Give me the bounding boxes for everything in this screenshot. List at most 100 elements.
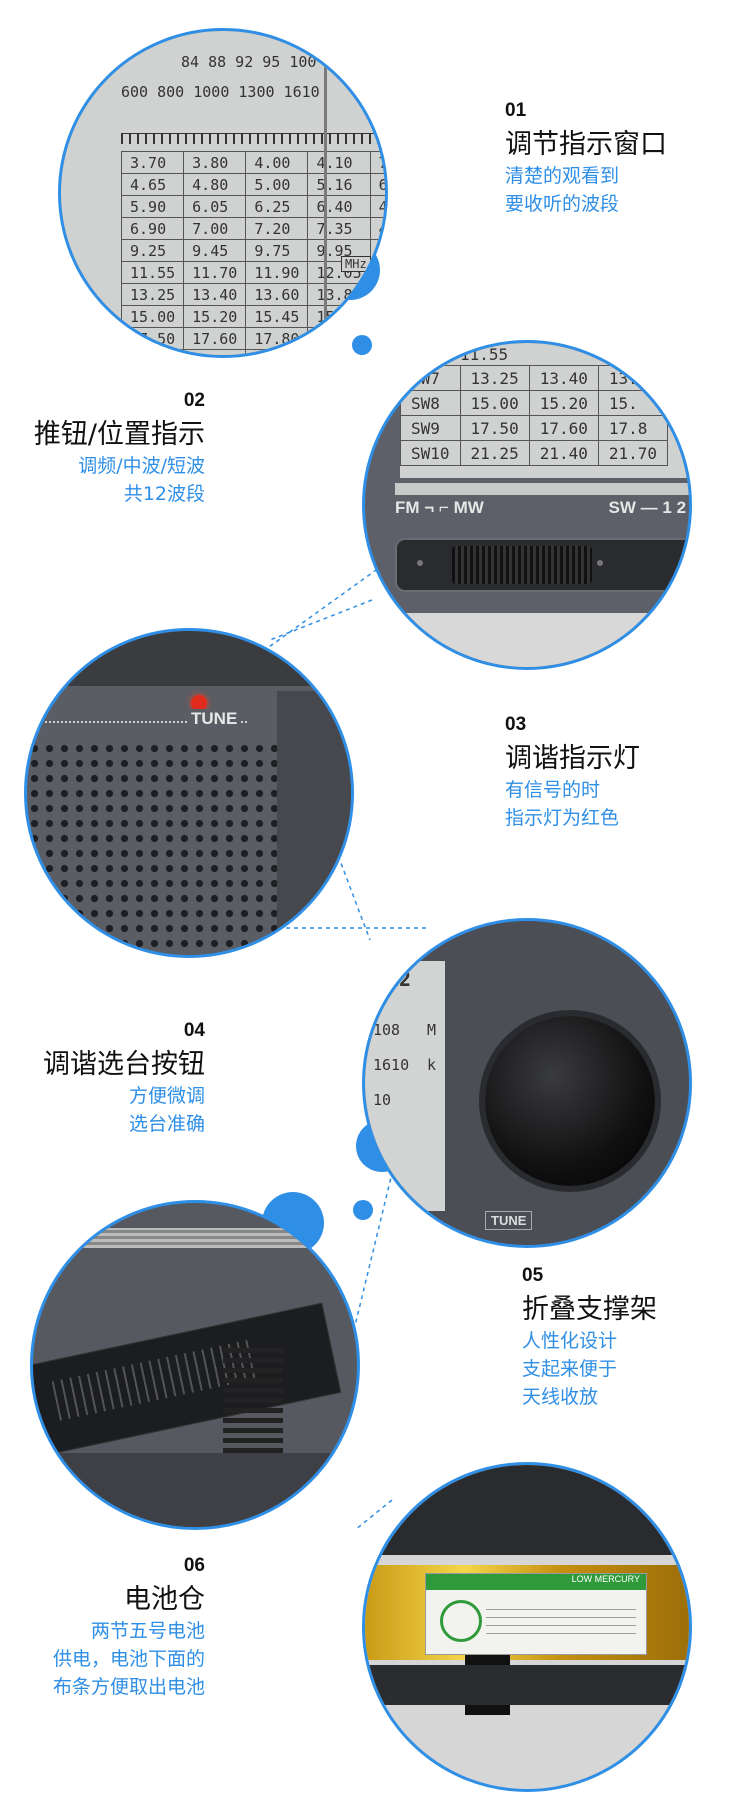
scale-cell: 13.40 (183, 283, 247, 306)
battery-label: LOW MERCURY (425, 1573, 647, 1655)
sw-top-row: 11.55 (460, 345, 509, 364)
dial-window-photo: 84 88 92 95 100 108 600 800 1000 1300 16… (58, 28, 388, 358)
sw-cell: 21.40 (528, 440, 599, 466)
tuning-needle (324, 31, 327, 355)
sw-cell: 21.25 (459, 440, 530, 466)
knob-scale-top: 12 (387, 967, 412, 991)
scale-cell: 6.90 (120, 217, 185, 240)
feature-title: 调谐指示灯 (505, 743, 640, 774)
sw-label: SW (608, 498, 636, 517)
tune-label: TUNE (187, 709, 242, 729)
sw-cell: 13.25 (459, 365, 530, 391)
scale-cell: 18.00 (307, 327, 371, 350)
feature-title: 折叠支撑架 (522, 1294, 657, 1325)
scale-cell: 6.25 (245, 195, 309, 218)
scale-cell: 9.25 (120, 239, 185, 262)
feature-number: 05 (522, 1265, 544, 1286)
knob-scale-row: 1610 (373, 1056, 410, 1074)
scale-cell: 13.60 (245, 283, 309, 306)
scale-cell: 7.00 (183, 217, 247, 240)
mw-label: MW (453, 498, 484, 517)
scale-cell (369, 349, 385, 355)
sw-cell: 17.8 (597, 415, 669, 441)
scale-cell: 49m (369, 195, 385, 218)
scale-cell (120, 349, 185, 355)
scale-cell: 4.65 (120, 173, 185, 196)
scale-cell: 4.80 (183, 173, 247, 196)
mhz-label: MHz (341, 256, 371, 272)
feature-desc-line: 方便微调 (128, 1085, 205, 1107)
scale-cell: 5.16 (307, 173, 371, 196)
feature-number: 02 (183, 390, 205, 411)
scale-cell: 11.90 (245, 261, 309, 284)
feature-desc-line: 供电，电池下面的 (52, 1648, 205, 1670)
slide-switch-knob[interactable] (452, 546, 592, 584)
slide-switch-track (395, 538, 689, 592)
tuning-knob[interactable] (485, 1016, 655, 1186)
scale-cell: 4.10 (307, 151, 371, 174)
tuning-knob-photo: 12 108 M 1610 k 10 TUNE (362, 918, 692, 1248)
feature-desc-line: 清楚的观看到 (505, 165, 620, 187)
scale-table: 3.703.804.004.10754.654.805.005.1660m5.9… (120, 151, 385, 355)
scale-cell: 6.05 (183, 195, 247, 218)
feature-title: 调节指示窗口 (505, 129, 667, 160)
scale-cell: 3.70 (120, 151, 185, 174)
feature-02: 02 推钮/位置指示 调频/中波/短波 共12波段 (34, 390, 205, 508)
scale-row: 3.703.804.004.1075 (120, 151, 385, 174)
scale-cell: 17.50 (120, 327, 185, 350)
feature-number: 03 (505, 714, 527, 735)
feature-desc-line: 共12波段 (123, 483, 205, 505)
feature-desc-line: 要收听的波段 (505, 193, 620, 215)
scale-cell: 21.40 (183, 349, 247, 355)
feature-desc-line: 布条方便取出电池 (52, 1676, 205, 1698)
scale-cell: 11.55 (120, 261, 185, 284)
knob-scale-strip: 12 108 M 1610 k 10 (365, 961, 445, 1211)
feature-desc-line: 选台准确 (128, 1113, 205, 1135)
scale-cell: 21.9 (307, 349, 371, 355)
scale-cell: 7.20 (245, 217, 309, 240)
scale-cell: 17.80 (245, 327, 309, 350)
scale-cell: 60m (369, 173, 385, 196)
scale-cell: 9.45 (183, 239, 247, 262)
feature-desc-line: 调频/中波/短波 (78, 455, 205, 477)
feature-desc-line: 两节五号电池 (90, 1620, 205, 1642)
sw-cell: 15.20 (528, 390, 599, 416)
scale-cell: 4.00 (245, 151, 309, 174)
battery: LOW MERCURY (365, 1565, 689, 1660)
globe-icon (440, 1600, 482, 1642)
sw-numbers: 1 2 (662, 498, 687, 517)
feature-number: 06 (183, 1555, 205, 1576)
stand-plate (33, 1302, 342, 1456)
scale-row: 5.906.056.256.4049m (120, 195, 385, 218)
scale-cell: 15.45 (245, 305, 309, 328)
knob-scale-row: 10 (373, 1091, 392, 1109)
sw-cell: SW9 (400, 415, 461, 441)
scale-cell: 13.80 (307, 283, 371, 306)
scale-cell: 15.75 (307, 305, 371, 328)
fm-label: FM (395, 498, 420, 517)
tune-indicator-light (191, 695, 207, 711)
scale-row: 6.907.007.207.3541m (120, 217, 385, 240)
scale-cell: 3.80 (183, 151, 247, 174)
sw-cell: SW7 (400, 365, 461, 391)
scale-cell: 15.00 (120, 305, 185, 328)
feature-title: 调谐选台按钮 (43, 1049, 205, 1080)
feature-03: 03 调谐指示灯 有信号的时 指示灯为红色 (505, 714, 640, 832)
scale-cell: 5.90 (120, 195, 185, 218)
feature-desc-line: 天线收放 (522, 1386, 599, 1408)
band-labels: FM ¬ ⌐ MW SW — 1 2 (395, 498, 687, 517)
sw-cell: 21.70 (597, 440, 669, 466)
knob-scale-unit: M (427, 1021, 437, 1039)
feature-title: 电池仓 (124, 1584, 205, 1615)
feature-desc-line: 指示灯为红色 (505, 807, 620, 829)
